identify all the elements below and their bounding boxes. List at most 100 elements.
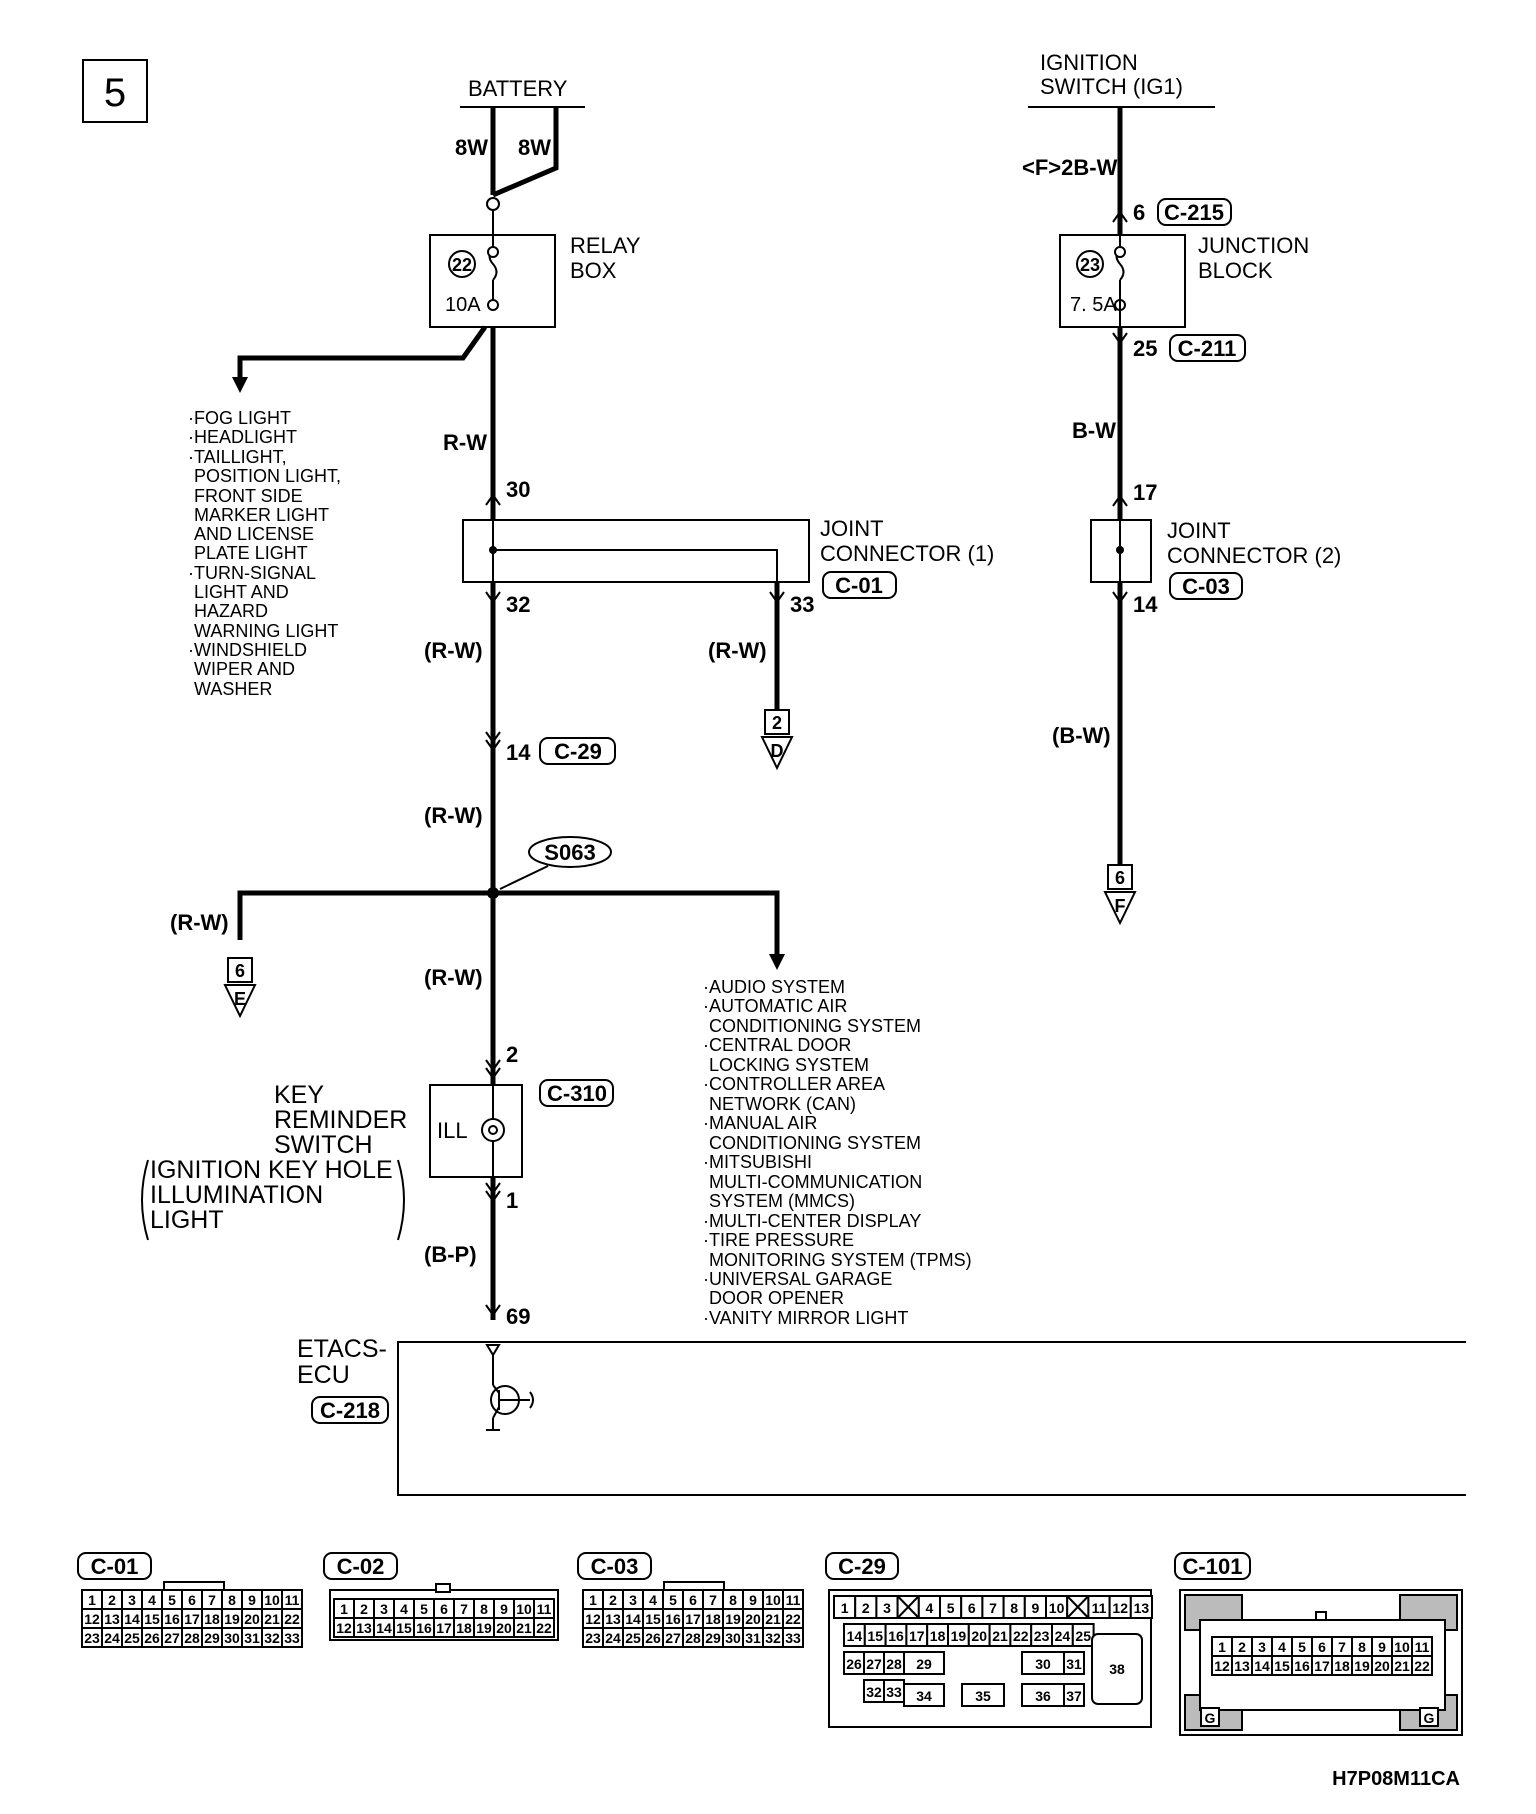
svg-text:LOCKING SYSTEM: LOCKING SYSTEM [709, 1055, 869, 1075]
c02-cell [533, 1617, 555, 1638]
c03-cell [782, 1627, 804, 1648]
c101-pin: 18 [1334, 1658, 1350, 1674]
c29-face-tag-text: C-29 [838, 1554, 886, 1579]
svg-text:·MANUAL AIR: ·MANUAL AIR [703, 1113, 817, 1133]
joint1-label-2: CONNECTOR (1) [820, 541, 994, 566]
c101-pin: 4 [1278, 1639, 1286, 1655]
c101-pin: 16 [1294, 1658, 1310, 1674]
c01-pin: 32 [264, 1630, 280, 1646]
ref-e-box [227, 957, 253, 983]
page-number-box [82, 59, 148, 123]
c03-pin: 24 [605, 1630, 621, 1646]
c03-pin: 7 [709, 1592, 717, 1608]
c101-pin: 14 [1254, 1658, 1270, 1674]
c29-tag [539, 737, 616, 765]
c29-pin: 27 [866, 1656, 882, 1672]
c29-cell [961, 1683, 1005, 1707]
c03-pin: 19 [725, 1611, 741, 1627]
battery-wire-2-label: 8W [518, 135, 551, 160]
joint1-label-1: JOINT [820, 516, 884, 541]
svg-text:S063: S063 [544, 840, 595, 865]
c310-tag [539, 1079, 614, 1107]
c03-pin: 29 [705, 1630, 721, 1646]
relay-box-label-1: RELAY [570, 233, 641, 258]
joint2-label-2: CONNECTOR (2) [1167, 543, 1341, 568]
c29-pin: 21 [992, 1628, 1008, 1644]
c29-pin: 19 [951, 1628, 967, 1644]
c29-pin: 34 [916, 1688, 932, 1704]
c29-pin: 31 [1066, 1656, 1082, 1672]
ref-f-box [1107, 864, 1133, 890]
c01-pin: 27 [164, 1630, 180, 1646]
key-switch-label: KEY REMINDER SWITCH IGNITION KEY HOLE IL… [150, 1081, 407, 1234]
c01-pin: 3 [128, 1592, 136, 1608]
svg-text:2: 2 [772, 713, 782, 733]
c03-pin: 27 [665, 1630, 681, 1646]
svg-text:PLATE LIGHT: PLATE LIGHT [194, 543, 308, 563]
svg-text:MULTI-COMMUNICATION: MULTI-COMMUNICATION [709, 1172, 922, 1192]
terminal-top [486, 197, 500, 211]
c02-pin: 4 [400, 1601, 408, 1617]
c03-pin: 8 [729, 1592, 737, 1608]
c01-pin: 29 [204, 1630, 220, 1646]
c03-pin: 30 [725, 1630, 741, 1646]
c29-pin: 25 [1075, 1628, 1091, 1644]
svg-text:POSITION LIGHT,: POSITION LIGHT, [194, 466, 341, 486]
joint1-pin-out1: 32 [506, 592, 530, 617]
c01-pin: 22 [284, 1611, 300, 1627]
c01-pin: 33 [284, 1630, 300, 1646]
c03-pin: 21 [765, 1611, 781, 1627]
c03-pin: 2 [609, 1592, 617, 1608]
c03-pin: 15 [645, 1611, 661, 1627]
svg-text:SWITCH: SWITCH [274, 1131, 373, 1159]
c01-pin: 16 [164, 1611, 180, 1627]
c03-pin: 17 [685, 1611, 701, 1627]
etacs-pin: 69 [506, 1304, 530, 1329]
c01-pin: 9 [248, 1592, 256, 1608]
svg-text:LIGHT: LIGHT [150, 1206, 224, 1234]
page-number: 5 [104, 71, 126, 115]
fuse-23-number: 23 [1080, 255, 1100, 275]
ref-e-triangle [223, 984, 257, 1019]
c03-pin: 10 [765, 1592, 781, 1608]
c02-pin: 15 [396, 1620, 412, 1636]
jb-pin-out: 25 [1133, 336, 1157, 361]
c03-pin: 32 [765, 1630, 781, 1646]
c29-pin: 24 [1055, 1628, 1071, 1644]
key-switch-pin-bottom: 1 [506, 1188, 518, 1213]
svg-text:·AUTOMATIC AIR: ·AUTOMATIC AIR [703, 996, 847, 1016]
c29-pin: 20 [971, 1628, 987, 1644]
c29-pin: 8 [1010, 1600, 1018, 1616]
c03-pin: 20 [745, 1611, 761, 1627]
svg-text:·HEADLIGHT: ·HEADLIGHT [188, 427, 297, 447]
c01-pin: 13 [104, 1611, 120, 1627]
svg-text:IGNITION KEY HOLE: IGNITION KEY HOLE [150, 1156, 393, 1184]
svg-text:SYSTEM (MMCS): SYSTEM (MMCS) [709, 1191, 855, 1211]
fuse-22-circle [448, 250, 476, 278]
c03-pin: 5 [669, 1592, 677, 1608]
c29-cell [903, 1683, 945, 1707]
svg-text:NETWORK (CAN): NETWORK (CAN) [709, 1094, 856, 1114]
c101-pin: 8 [1358, 1639, 1366, 1655]
wire-rw-paren-4: (R-W) [170, 910, 229, 935]
wire-rw-paren-2: (R-W) [708, 638, 767, 663]
c29-cell [1063, 1651, 1085, 1675]
battery-wire-2 [492, 107, 559, 198]
svg-text:CONDITIONING SYSTEM: CONDITIONING SYSTEM [709, 1016, 921, 1036]
etacs-label-1: ETACS- [297, 1335, 387, 1363]
c03-pin: 9 [749, 1592, 757, 1608]
joint2-pin-in: 17 [1133, 480, 1157, 505]
c02-pin: 9 [500, 1601, 508, 1617]
c218-tag [311, 1396, 389, 1424]
c03-pin: 1 [589, 1592, 597, 1608]
c03-pin: 4 [649, 1592, 657, 1608]
c01-pin: 6 [188, 1592, 196, 1608]
c02-pin: 17 [436, 1620, 452, 1636]
ref-d-box [764, 709, 790, 735]
c29-pin: 30 [1035, 1656, 1051, 1672]
joint2-connector-tag [1169, 572, 1243, 600]
lamp-icon [481, 1118, 505, 1142]
c02-pin: 8 [480, 1601, 488, 1617]
c101-pin: 6 [1318, 1639, 1326, 1655]
svg-text:·UNIVERSAL GARAGE: ·UNIVERSAL GARAGE [703, 1269, 892, 1289]
